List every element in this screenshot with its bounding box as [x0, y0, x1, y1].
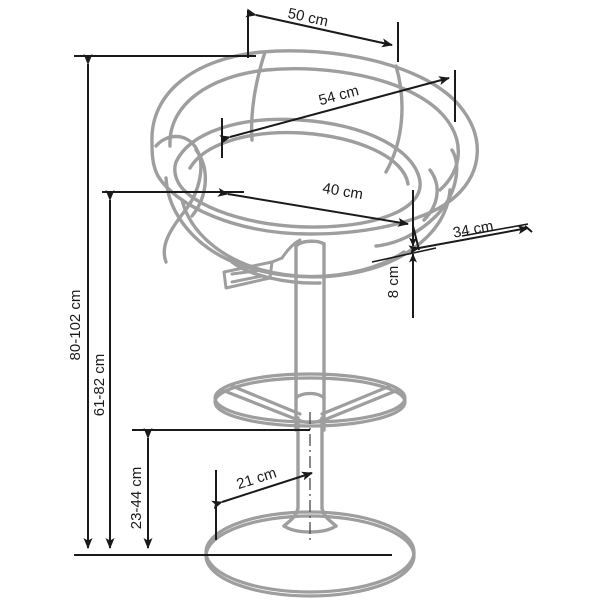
- dimension-seat-height: [102, 190, 244, 549]
- left-arm-roll: [154, 134, 208, 264]
- dimension-label-80-102cm: 80-102 cm: [67, 290, 84, 361]
- dimension-backrest-width: [245, 8, 399, 62]
- seat-shell-outline: [150, 49, 479, 236]
- dimension-overall-width: [219, 70, 456, 158]
- footrest-ring: [213, 372, 407, 428]
- dimension-overall-height: [74, 54, 392, 556]
- dimension-footrest-height: [132, 428, 310, 549]
- dimension-label-61-82cm: 61-82 cm: [91, 354, 108, 417]
- height-adjust-lever: [222, 238, 302, 290]
- dimension-label-8cm: 8 cm: [385, 266, 402, 299]
- dimension-base-radius: [211, 470, 313, 540]
- right-arm-roll: [374, 148, 459, 248]
- dimension-annotations: [74, 8, 533, 556]
- dimension-label-23-44cm: 23-44 cm: [128, 467, 145, 530]
- dimension-label-40cm: 40 cm: [321, 180, 364, 204]
